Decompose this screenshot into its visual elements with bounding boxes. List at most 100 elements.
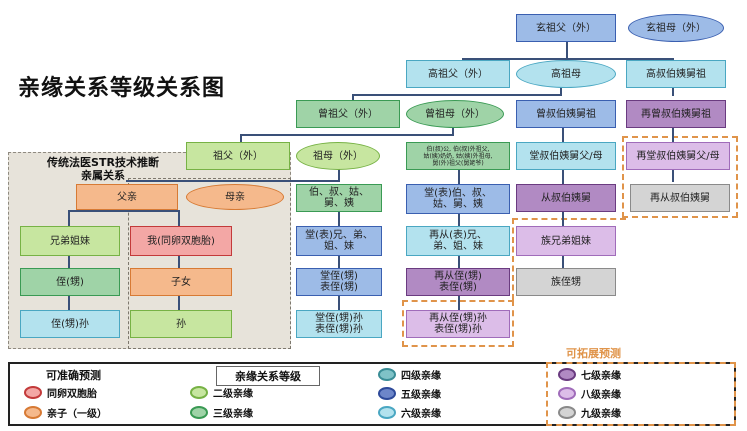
- connector-line: [68, 296, 70, 310]
- node-zaicongshubo: 再从叔伯姨舅: [630, 184, 730, 212]
- str-zone-title: 传统法医STR技术推断 亲属关系: [47, 156, 159, 182]
- node-zinv: 子女: [130, 268, 232, 296]
- connector-line: [178, 296, 180, 310]
- legend-label: 二级亲缘: [213, 389, 253, 400]
- connector-line: [672, 170, 674, 182]
- node-zaitangshubo: 再堂叔伯姨舅父/母: [626, 142, 730, 170]
- connector-line: [458, 256, 460, 268]
- node-xuanzumu: 玄祖母（外）: [628, 14, 724, 42]
- node-zufu: 祖父（外）: [186, 142, 290, 170]
- connector-line: [352, 94, 562, 96]
- node-gaozufu: 高祖父（外）: [406, 60, 510, 88]
- legend-item: 九级亲缘: [558, 405, 621, 420]
- legend-swatch: [558, 368, 576, 381]
- connector-line: [462, 58, 674, 60]
- legend-label: 六级亲缘: [401, 409, 441, 420]
- page-title: 亲缘关系等级关系图: [18, 76, 226, 101]
- node-zengzufu: 曾祖父（外）: [296, 100, 400, 128]
- node-zaizengshubo: 再曾叔伯姨舅祖: [626, 100, 726, 128]
- connector-line: [458, 296, 460, 310]
- node-congshubo: 从叔伯姨舅: [516, 184, 616, 212]
- connector-line: [338, 256, 340, 268]
- node-fuqin: 父亲: [76, 184, 178, 210]
- legend-label: 同卵双胞胎: [47, 389, 97, 400]
- connector-line: [562, 256, 564, 268]
- node-zaicong-xiong: 再从(表)兄、 弟、姐、妹: [406, 226, 510, 256]
- legend-label: 八级亲缘: [581, 390, 621, 401]
- node-tangshubo-fumu: 堂叔伯姨舅父/母: [516, 142, 616, 170]
- legend-label: 五级亲缘: [401, 390, 441, 401]
- node-tang-xiong: 堂(表)兄、弟、 姐、妹: [296, 226, 382, 256]
- legend-swatch: [558, 387, 576, 400]
- legend-label: 三级亲缘: [213, 409, 253, 420]
- legend-swatch: [558, 406, 576, 419]
- legend-item: 六级亲缘: [378, 405, 441, 420]
- legend: 可准确预测 亲缘关系等级 同卵双胞胎 亲子（一级） 二级亲缘 三级亲缘 四级亲缘…: [8, 362, 736, 426]
- node-sun: 孙: [130, 310, 232, 338]
- legend-label: 七级亲缘: [581, 371, 621, 382]
- legend-swatch: [378, 368, 396, 381]
- connector-line: [452, 126, 454, 136]
- node-tangzhi: 堂侄(甥) 表侄(甥): [296, 268, 382, 296]
- connector-line: [458, 214, 460, 226]
- connector-line: [672, 88, 674, 96]
- legend-item: 亲子（一级）: [24, 405, 107, 420]
- legend-item: 五级亲缘: [378, 386, 441, 401]
- legend-label: 九级亲缘: [581, 409, 621, 420]
- connector-line: [562, 128, 564, 144]
- extendable-label: 可拓展预测: [566, 347, 621, 360]
- node-zuxiong: 族兄弟姐妹: [516, 226, 616, 256]
- node-bo-shu: 伯、叔、姑、 舅、姨: [296, 184, 382, 212]
- node-gaoshubo: 高叔伯姨舅祖: [626, 60, 726, 88]
- connector-line: [562, 212, 564, 226]
- legend-item: 二级亲缘: [190, 385, 253, 400]
- legend-swatch: [24, 406, 42, 419]
- legend-swatch: [190, 406, 208, 419]
- legend-label: 亲子（一级）: [47, 409, 107, 420]
- node-gaozumu: 高祖母: [516, 60, 616, 88]
- node-zengzumu: 曾祖母（外）: [406, 100, 504, 128]
- legend-head-level: 亲缘关系等级: [216, 366, 320, 386]
- extendable-zone-right: [622, 136, 738, 218]
- legend-swatch: [378, 406, 396, 419]
- connector-line: [68, 210, 70, 226]
- legend-swatch: [190, 386, 208, 399]
- legend-extend-box: [546, 362, 736, 426]
- legend-item: 七级亲缘: [558, 367, 621, 382]
- connector-line: [240, 134, 242, 142]
- legend-item: 三级亲缘: [190, 405, 253, 420]
- connector-line: [566, 42, 568, 60]
- legend-head-accurate: 可准确预测: [46, 369, 101, 382]
- node-zuzhi: 族侄甥: [516, 268, 616, 296]
- connector-line: [68, 256, 70, 268]
- node-tang-bo: 堂(表)伯、叔、 姑、舅、姨: [406, 184, 510, 214]
- node-xiongdi: 兄弟姐妹: [20, 226, 120, 256]
- connector-line: [338, 212, 340, 226]
- connector-line: [240, 134, 454, 136]
- connector-line: [178, 210, 180, 226]
- legend-swatch: [24, 386, 42, 399]
- connector-line: [178, 256, 180, 268]
- legend-item: 八级亲缘: [558, 386, 621, 401]
- legend-item: 四级亲缘: [378, 367, 441, 382]
- connector-line: [338, 168, 340, 182]
- node-zhi: 侄(甥): [20, 268, 120, 296]
- legend-label: 四级亲缘: [401, 371, 441, 382]
- connector-line: [352, 94, 354, 100]
- legend-item: 同卵双胞胎: [24, 385, 97, 400]
- node-xuanzufu: 玄祖父（外）: [516, 14, 616, 42]
- connector-line: [68, 210, 178, 212]
- connector-line: [338, 296, 340, 310]
- node-zengshubo: 曾叔伯姨舅祖: [516, 100, 616, 128]
- node-wo: 我(同卵双胞胎): [130, 226, 232, 256]
- connector-line: [458, 170, 460, 184]
- extendable-zone-link: [512, 218, 626, 300]
- node-muqin: 母亲: [186, 184, 284, 210]
- connector-line: [562, 170, 564, 184]
- legend-swatch: [378, 387, 396, 400]
- node-zu-side: 伯(叔)公, 伯(叔)外祖父, 姑(姨)奶奶, 姑(姨)外祖母, 舅(外)祖父(…: [406, 142, 510, 170]
- connector-line: [560, 86, 562, 96]
- connector-line: [126, 180, 340, 182]
- node-zaicongzhi: 再从侄(甥) 表侄(甥): [406, 268, 510, 296]
- connector-line: [672, 120, 674, 144]
